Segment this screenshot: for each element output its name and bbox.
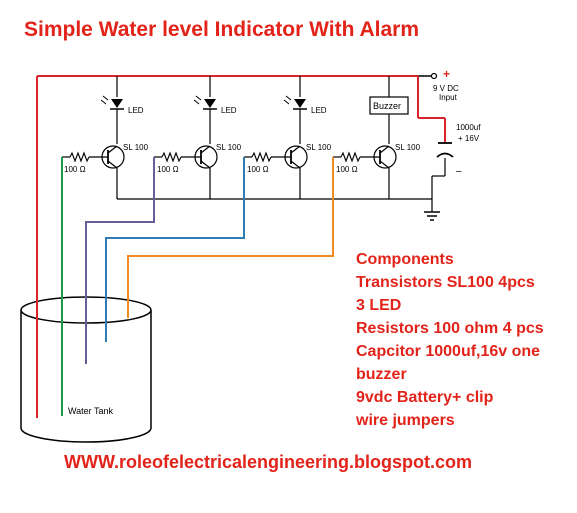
component-item: Transistors SL100 4pcs [356,274,535,291]
supply-plus-sign: + [443,67,450,81]
ground-rail [117,158,446,212]
components-heading: Components [356,251,454,268]
buzzer-icon [369,96,409,144]
resistor-2-label: 100 Ω [157,165,179,174]
components-list: Components Transistors SL100 4pcs 3 LED … [356,248,544,432]
diagram-title: Simple Water level Indicator With Alarm [24,18,420,41]
supply-voltage-label: 9 V DC [433,84,459,93]
component-item: Capcitor 1000uf,16v one [356,343,541,360]
led-3-icon [283,95,307,144]
stage2-indicator-label: LED [221,106,237,115]
probe-wire-purple [85,157,155,364]
component-item: 3 LED [356,297,402,314]
website-url: WWW.roleofelectricalengineering.blogspot… [64,452,473,472]
transistor-2-label: SL 100 [216,143,242,152]
resistor-3-icon [244,151,291,163]
resistor-3-label: 100 Ω [247,165,269,174]
capacitor-value-label: 1000uf [456,123,481,132]
transistor-1-icon [101,145,125,199]
led-2-icon [193,95,217,144]
component-item: wire jumpers [356,412,455,429]
resistor-4-label: 100 Ω [336,165,358,174]
stage-supply-drops [116,76,390,97]
resistor-1-label: 100 Ω [64,165,86,174]
capacitor-minus-sign: – [456,166,462,177]
stage1-indicator-label: LED [128,106,144,115]
ground-icon [424,211,440,221]
resistor-1-icon [62,151,108,163]
led-1-icon [100,95,124,144]
transistor-1-label: SL 100 [123,143,149,152]
resistor-2-icon [154,151,201,163]
supply-positive-terminal [430,72,438,80]
stage3-indicator-label: LED [311,106,327,115]
probe-wire-orange [127,157,334,318]
transistor-3-label: SL 100 [306,143,332,152]
resistor-4-icon [333,151,380,163]
tank-label: Water Tank [68,406,114,416]
component-item: Resistors 100 ohm 4 pcs [356,320,544,337]
capacitor-voltage-label: + 16V [458,134,480,143]
capacitor-icon [436,142,454,158]
probe-wire-blue [105,157,245,342]
transistor-4-icon [373,145,397,199]
transistor-2-icon [194,145,218,199]
transistor-4-label: SL 100 [395,143,421,152]
transistor-3-icon [284,145,308,199]
positive-rail [37,72,446,143]
component-item: buzzer [356,366,407,383]
supply-input-label: Input [439,93,458,102]
stage4-indicator-label: Buzzer [373,101,401,111]
component-item: 9vdc Battery+ clip [356,389,494,406]
